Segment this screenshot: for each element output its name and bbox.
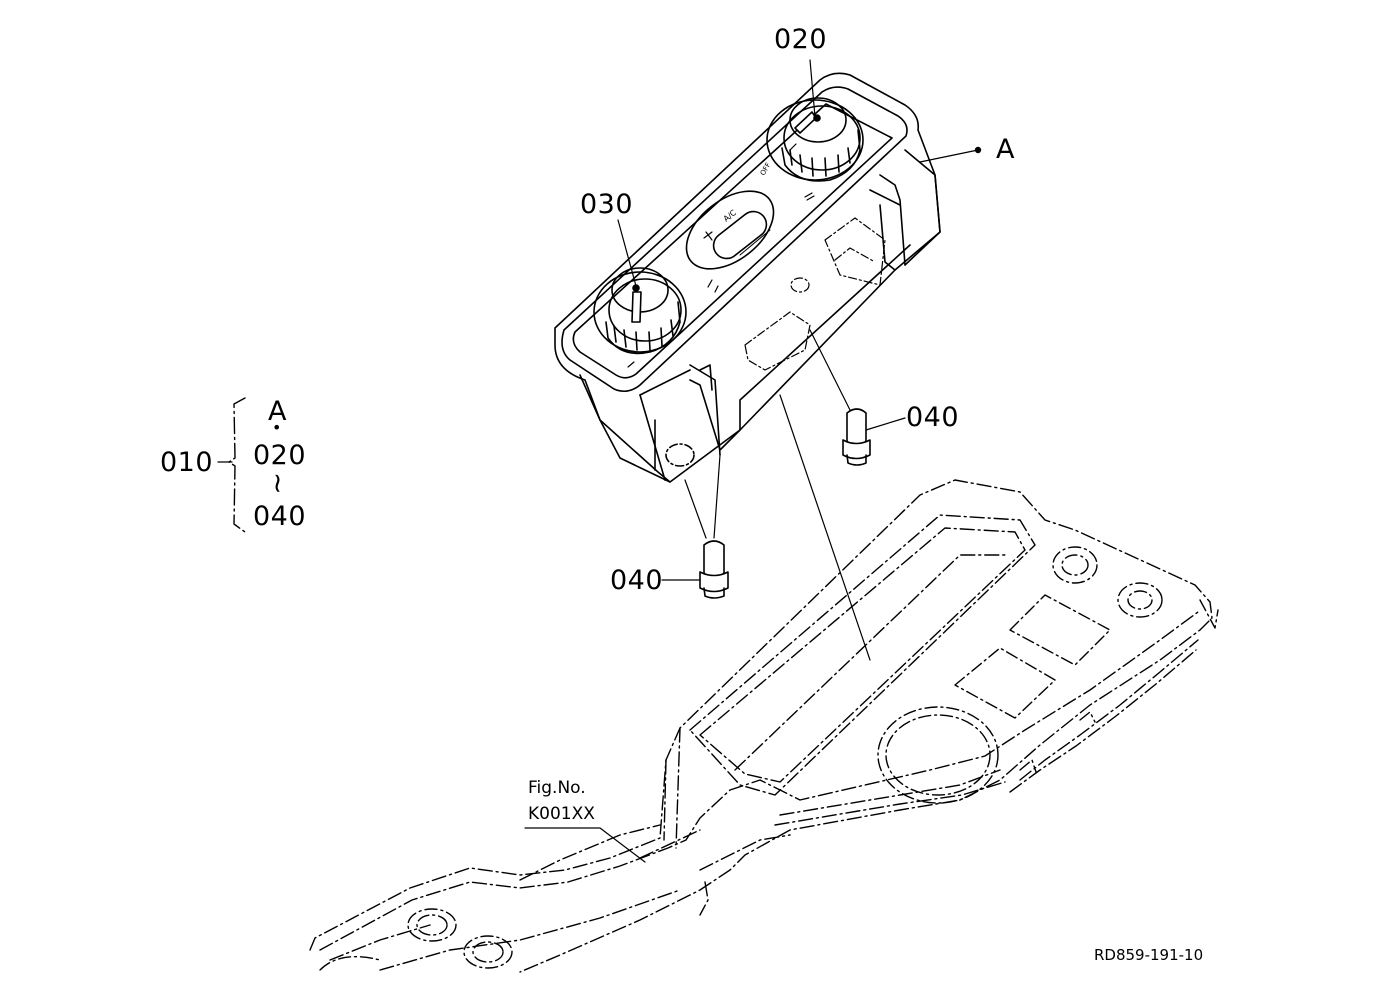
bracket-line-040: 040 <box>253 501 307 532</box>
temperature-knob <box>593 267 687 355</box>
console-base <box>309 479 1213 973</box>
ac-control-panel: A/C OFF <box>554 72 941 483</box>
bracket-tilde: ~ <box>262 471 294 496</box>
bracket-line-020: 020 <box>253 440 307 471</box>
fig-no-label: Fig.No. <box>528 778 586 798</box>
callout-020: 020 <box>774 24 828 55</box>
bracket-line-A: A <box>268 396 287 427</box>
callout-030: 030 <box>580 189 634 220</box>
callout-040-left: 040 <box>610 565 664 596</box>
callout-040-right: 040 <box>906 402 960 433</box>
screw-left <box>699 540 729 599</box>
ac-button <box>712 210 768 260</box>
callout-010: 010 <box>160 447 214 478</box>
fig-no-value: K001XX <box>528 804 595 824</box>
drawing-code: RD859-191-10 <box>1094 946 1204 964</box>
leader-lines <box>217 59 982 863</box>
ac-button-recess <box>685 190 775 270</box>
fan-speed-knob <box>766 97 864 182</box>
callout-A: A <box>996 134 1015 165</box>
screw-right <box>842 408 871 466</box>
bracket-dot: • <box>272 418 282 437</box>
console-openings <box>319 546 1219 971</box>
